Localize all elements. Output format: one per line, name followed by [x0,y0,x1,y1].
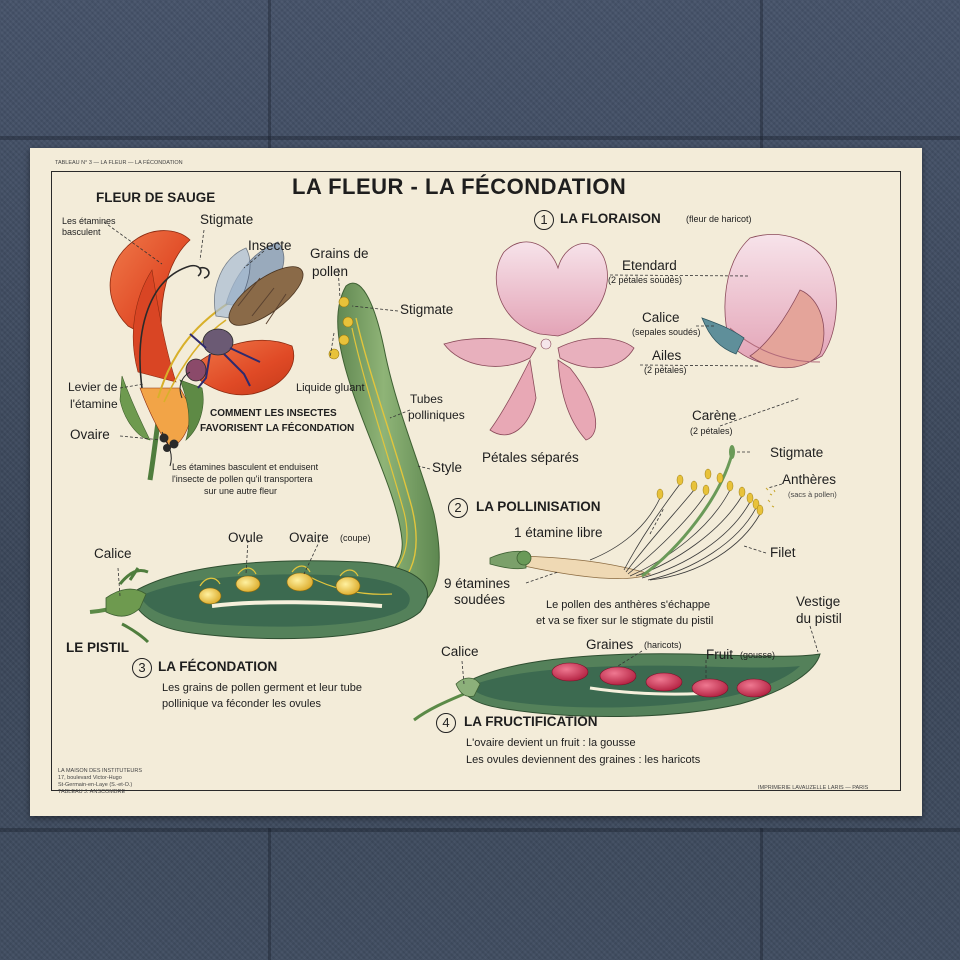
label-graines: Graines [586,637,634,652]
label-petales-separes: Pétales séparés [482,450,579,465]
sauge-desc-3: sur une autre fleur [204,486,278,496]
label-pistil-ovaire: Ovaire [289,530,329,545]
poster-header-small: TABLEAU N° 3 — LA FLEUR — LA FÉCONDATION [55,160,183,166]
label-tubes-2: polliniques [408,408,465,422]
label-etendard: Etendard [622,258,677,273]
botany-poster: TABLEAU N° 3 — LA FLEUR — LA FÉCONDATION… [30,148,922,816]
le-pistil-title: LE PISTIL [66,640,130,655]
footer-right: IMPRIMERIE LAVAUZELLE LARIS — PARIS [758,785,869,791]
label-pistil-stigmate: Stigmate [400,302,454,317]
poster-frame [51,171,901,791]
label-sauge-stigmate: Stigmate [200,212,254,227]
label-ailes: Ailes [652,348,682,363]
footer-left-2: 17, boulevard Victor-Hugo [58,775,122,781]
sage-flower-illustration [109,230,304,481]
label-levier-2: l'étamine [70,397,118,411]
label-floraison-calice-sub: (sepales soudés) [632,327,701,337]
carpet-seam [0,828,960,832]
label-pistil-calice: Calice [94,546,132,561]
label-insecte: Insecte [248,238,292,253]
carpet-seam [760,0,763,150]
floraison-subtitle: (fleur de haricot) [686,214,752,224]
label-fruct-calice: Calice [441,644,479,659]
footer-left-3: St-Germain-en-Laye (S.-et-O.) [58,782,133,788]
sauge-desc-1: Les étamines basculent et enduisent [172,462,319,472]
label-soudees-1: 9 étamines [444,576,511,591]
badge-1: 1 [534,210,554,230]
comment-insectes-2: FAVORISENT LA FÉCONDATION [200,423,355,434]
fecondation-title: LA FÉCONDATION [158,659,278,674]
label-tubes-1: Tubes [410,392,443,406]
poster-title: LA FLEUR - LA FÉCONDATION [292,174,627,199]
label-fruit: Fruit [706,647,733,662]
label-vestige-1: Vestige [796,594,841,609]
label-etamine-libre: 1 étamine libre [514,525,603,540]
fructification-title: LA FRUCTIFICATION [464,714,598,729]
label-grains-2: pollen [312,264,349,279]
pollinisation-title: LA POLLINISATION [476,499,601,514]
badge-2: 2 [448,498,468,518]
label-poll-stigmate: Stigmate [770,445,824,460]
carpet-seam [268,0,271,150]
pistil-illustration [89,282,440,644]
sauge-title: FLEUR DE SAUGE [96,190,216,205]
fecondation-desc-1: Les grains de pollen germent et leur tub… [162,682,362,694]
label-antheres-sub: (sacs à pollen) [788,490,837,499]
label-grains-1: Grains de [310,246,369,261]
carpet-seam [268,828,271,960]
label-etendard-sub: (2 pétales soudés) [608,275,683,285]
sauge-desc-2: l'insecte de pollen qu'il transportera [172,474,313,484]
floraison-title: LA FLORAISON [560,211,661,226]
label-etamines-basculent: Les étamines basculent [62,216,116,237]
label-coupe: (coupe) [340,533,371,543]
label-vestige-2: du pistil [796,611,842,626]
pollinisation-desc-2: et va se fixer sur le stigmate du pistil [536,615,714,627]
label-carene-sub: (2 pétales) [690,426,733,436]
footer-left-4: TABLEAU J. ANSCOMBRE [58,789,126,795]
label-antheres: Anthères [782,472,837,487]
label-soudees-2: soudées [454,592,506,607]
fructification-desc-2: Les ovules deviennent des graines : les … [466,754,701,766]
label-fruit-sub: (gousse) [740,650,776,660]
pollinisation-desc-1: Le pollen des anthères s'échappe [546,599,711,611]
label-graines-sub: (haricots) [644,640,682,650]
fecondation-desc-2: pollinique va féconder les ovules [162,698,321,710]
carpet-seam [0,136,960,140]
label-floraison-calice: Calice [642,310,680,325]
label-sauge-ovaire: Ovaire [70,427,110,442]
label-ailes-sub: (2 pétales) [644,365,687,375]
fructification-desc-1: L'ovaire devient un fruit : la gousse [466,737,636,749]
label-style: Style [432,460,463,475]
badge-3: 3 [132,658,152,678]
badge-4: 4 [436,713,456,733]
poster-illustrations [89,221,837,722]
label-carene: Carène [692,408,737,423]
label-levier-1: Levier de [68,380,118,394]
bean-flower-illustration [443,234,837,441]
bean-pod-illustration [413,653,821,722]
label-ovule: Ovule [228,530,264,545]
carpet-seam [760,828,763,960]
label-liquide-gluant: Liquide gluant [296,382,365,394]
comment-insectes-1: COMMENT LES INSECTES [210,408,337,419]
label-filet: Filet [770,545,796,560]
leader-lines [103,221,819,685]
stamens-illustration [489,445,776,581]
footer-left-1: LA MAISON DES INSTITUTEURS [58,768,143,774]
